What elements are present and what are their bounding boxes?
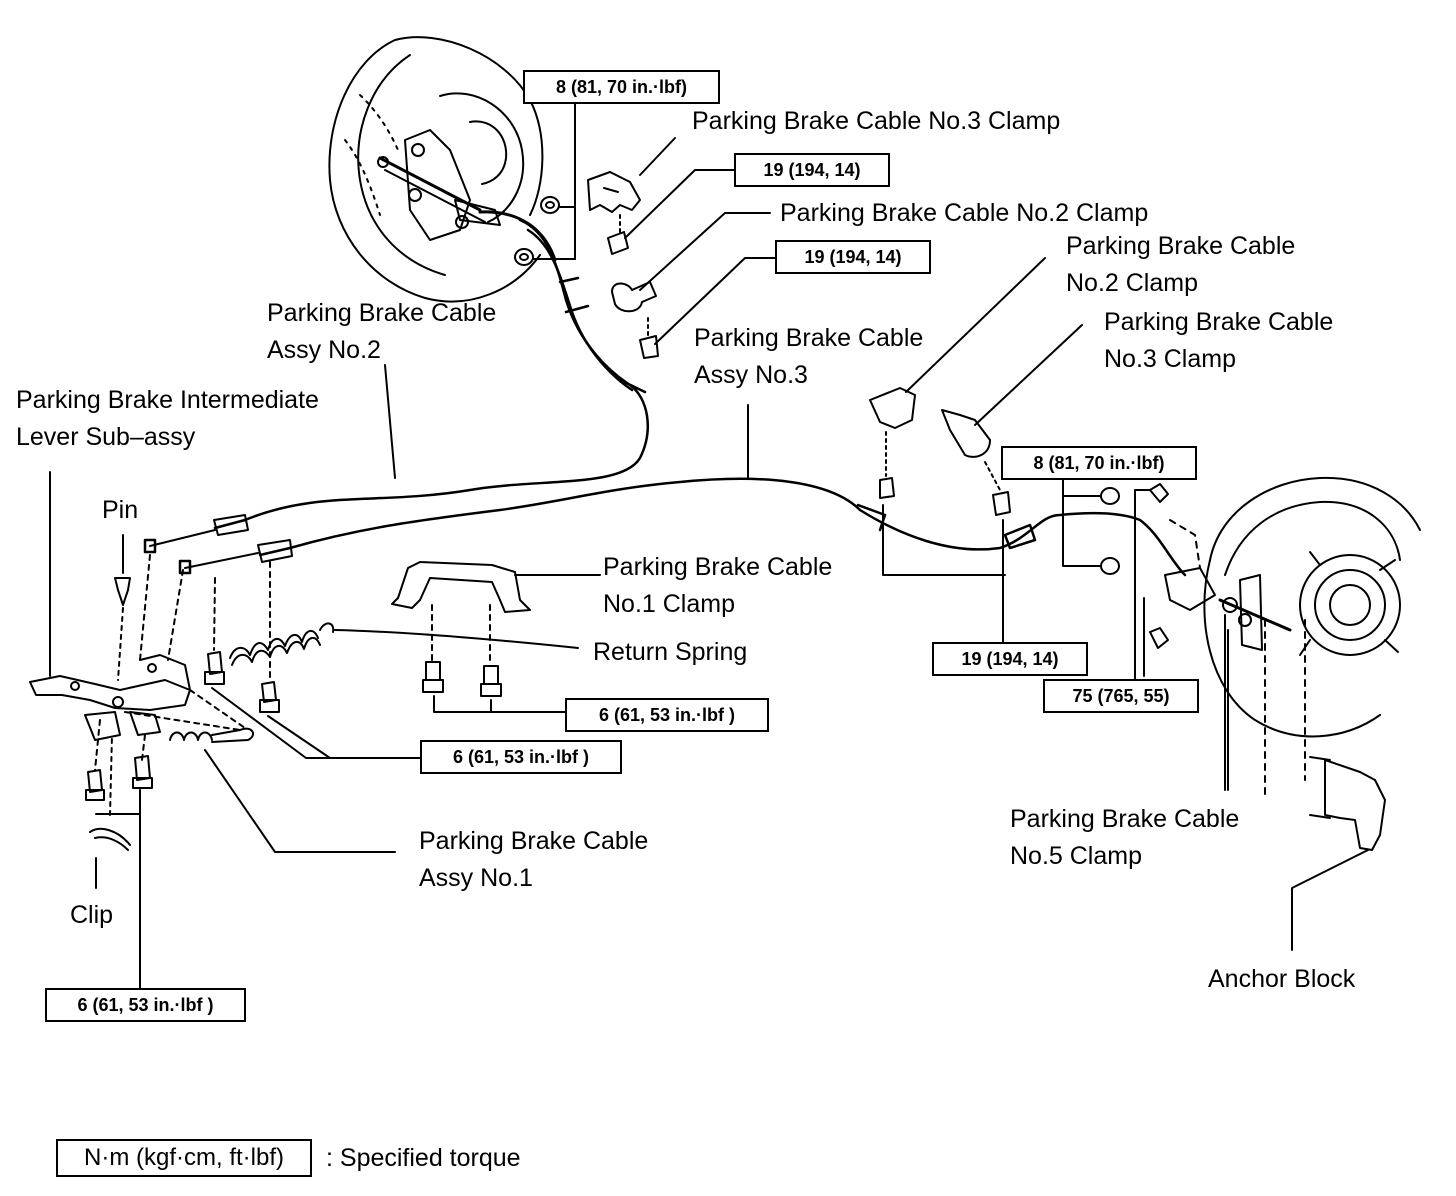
label-pin: Pin	[102, 496, 139, 524]
middle-bolts	[204, 561, 421, 759]
label-cable-no3-clamp-right-line2: No.3 Clamp	[1104, 345, 1236, 373]
cable-leader-lines	[384, 364, 1229, 791]
label-intermediate-lever-line2: Lever Sub–assy	[16, 423, 196, 451]
left-bolts	[85, 755, 153, 991]
label-cable-assy-no2-line2: Assy No.2	[267, 336, 381, 364]
anchor-block	[1291, 756, 1386, 951]
label-cable-assy-no1-line2: Assy No.1	[419, 864, 533, 892]
torque-box-top-19-b: 19 (194, 14)	[775, 240, 931, 274]
torque-box-right-8: 8 (81, 70 in.·lbf)	[1001, 446, 1197, 480]
label-cable-no1-clamp-line2: No.1 Clamp	[603, 590, 735, 618]
label-cable-no3-clamp-top: Parking Brake Cable No.3 Clamp	[692, 107, 1061, 135]
label-cable-assy-no3-line1: Parking Brake Cable	[694, 324, 924, 352]
top-bolt-a	[607, 169, 735, 255]
label-return-spring: Return Spring	[593, 638, 748, 666]
torque-box-mid-6-a: 6 (61, 53 in.·lbf )	[565, 698, 769, 732]
label-cable-no2-clamp-right-line1: Parking Brake Cable	[1066, 232, 1296, 260]
rear-brake-backing-plate-right	[1164, 476, 1421, 801]
cable-assy-no3	[178, 477, 1187, 577]
rear-brake-backing-plate-left	[328, 36, 557, 303]
label-cable-no5-clamp-line2: No.5 Clamp	[1010, 842, 1142, 870]
intermediate-lever	[29, 471, 246, 771]
legend-unit-box: N·m (kgf·cm, ft·lbf)	[56, 1139, 312, 1177]
cable-no2-clamp-right	[869, 257, 1046, 576]
label-cable-no3-clamp-right-line1: Parking Brake Cable	[1104, 308, 1334, 336]
torque-box-left-6: 6 (61, 53 in.·lbf )	[45, 988, 246, 1022]
label-cable-no1-clamp-line1: Parking Brake Cable	[603, 553, 833, 581]
pin	[114, 534, 131, 681]
cable-no1-clamp	[391, 561, 601, 713]
label-anchor-block: Anchor Block	[1208, 965, 1356, 993]
torque-box-right-19: 19 (194, 14)	[932, 642, 1088, 676]
right-nuts	[1062, 479, 1169, 681]
cable-no3-clamp-top	[587, 137, 676, 213]
legend-meaning: : Specified torque	[326, 1144, 521, 1172]
label-cable-assy-no2-line1: Parking Brake Cable	[267, 299, 497, 327]
label-clip: Clip	[70, 901, 114, 929]
torque-box-mid-6-b: 6 (61, 53 in.·lbf )	[420, 740, 622, 774]
cable-no3-clamp-right	[941, 324, 1083, 646]
label-cable-assy-no1-line1: Parking Brake Cable	[419, 827, 649, 855]
label-cable-no2-clamp-top: Parking Brake Cable No.2 Clamp	[780, 199, 1149, 227]
clip	[89, 734, 131, 889]
cable-assy-no2	[143, 218, 649, 554]
torque-box-right-75: 75 (765, 55)	[1043, 679, 1199, 713]
label-intermediate-lever-line1: Parking Brake Intermediate	[16, 386, 319, 414]
top-bolt-b	[639, 257, 776, 359]
label-cable-no5-clamp-line1: Parking Brake Cable	[1010, 805, 1240, 833]
torque-box-top-19-a: 19 (194, 14)	[734, 153, 890, 187]
lower-spring	[169, 727, 396, 853]
label-cable-assy-no3-line2: Assy No.3	[694, 361, 808, 389]
label-cable-no2-clamp-right-line2: No.2 Clamp	[1066, 269, 1198, 297]
cable-no2-clamp-top	[611, 212, 771, 313]
return-spring	[229, 622, 579, 666]
torque-box-top-8: 8 (81, 70 in.·lbf)	[523, 70, 720, 104]
